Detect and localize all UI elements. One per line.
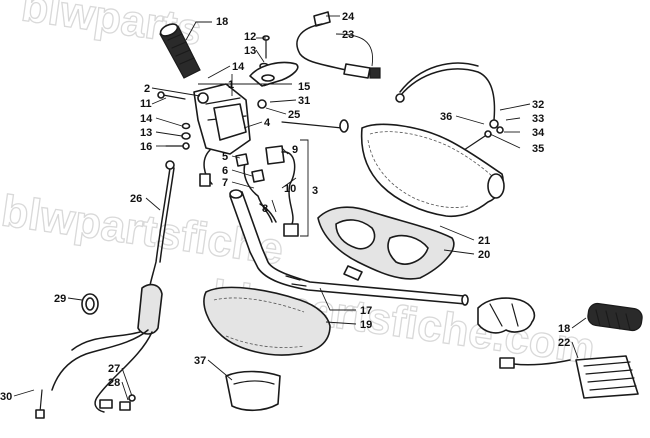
callout-11: 11 (140, 98, 152, 110)
throttle-cable (35, 160, 175, 419)
small-fasteners-left (157, 91, 191, 150)
callout-2: 2 (144, 83, 150, 95)
bar-pad (203, 286, 331, 356)
callout-18b: 18 (558, 323, 570, 335)
pad-foam (317, 206, 455, 281)
callout-4: 4 (264, 117, 271, 129)
callout-30: 30 (0, 391, 12, 403)
screw-12 (259, 35, 270, 70)
handlebar (229, 189, 469, 306)
callout-19: 19 (360, 319, 372, 331)
callout-9: 9 (292, 144, 298, 156)
leader-lines (13, 15, 587, 401)
bar-clip (225, 370, 281, 412)
callout-35: 35 (532, 143, 544, 155)
callout-17: 17 (360, 305, 372, 317)
left-grip (159, 23, 201, 79)
hand-warmer-cable (296, 11, 381, 79)
callout-33: 33 (532, 113, 544, 125)
callout-24: 24 (342, 11, 355, 23)
heater-element (499, 355, 639, 399)
callout-14: 14 (232, 61, 245, 73)
callout-1: 1 (228, 79, 234, 91)
callout-labels: 18 12 13 14 1 15 2 11 14 13 16 31 25 4 5… (0, 11, 570, 403)
callout-13: 13 (244, 45, 256, 57)
callout-37: 37 (194, 355, 206, 367)
callout-13b: 13 (140, 127, 152, 139)
callout-7: 7 (222, 177, 228, 189)
callout-21: 21 (478, 235, 490, 247)
callout-20: 20 (478, 249, 490, 261)
callout-12: 12 (244, 31, 256, 43)
callout-18: 18 (216, 16, 228, 28)
callout-5: 5 (222, 151, 228, 163)
callout-26: 26 (130, 193, 142, 205)
callout-36: 36 (440, 111, 452, 123)
pad-cover (360, 123, 505, 218)
callout-3: 3 (312, 185, 318, 197)
control-housing (193, 83, 251, 155)
callout-31: 31 (298, 95, 310, 107)
callout-25: 25 (288, 109, 300, 121)
callout-29: 29 (54, 293, 66, 305)
callout-27: 27 (108, 363, 120, 375)
callout-15: 15 (298, 81, 310, 93)
switch-wiring (199, 145, 299, 237)
right-throttle-assembly (477, 297, 643, 334)
callout-8: 8 (262, 203, 268, 215)
pad-rod (395, 62, 504, 151)
callout-32: 32 (532, 99, 544, 111)
throttle-lever (249, 61, 299, 87)
callout-10: 10 (284, 183, 296, 195)
callout-6: 6 (222, 165, 228, 177)
callout-14b: 14 (140, 113, 153, 125)
pin-31 (257, 99, 349, 133)
callout-28: 28 (108, 377, 120, 389)
callout-23: 23 (342, 29, 354, 41)
callout-16: 16 (140, 141, 152, 153)
callout-22: 22 (558, 337, 570, 349)
callout-34: 34 (532, 127, 545, 139)
